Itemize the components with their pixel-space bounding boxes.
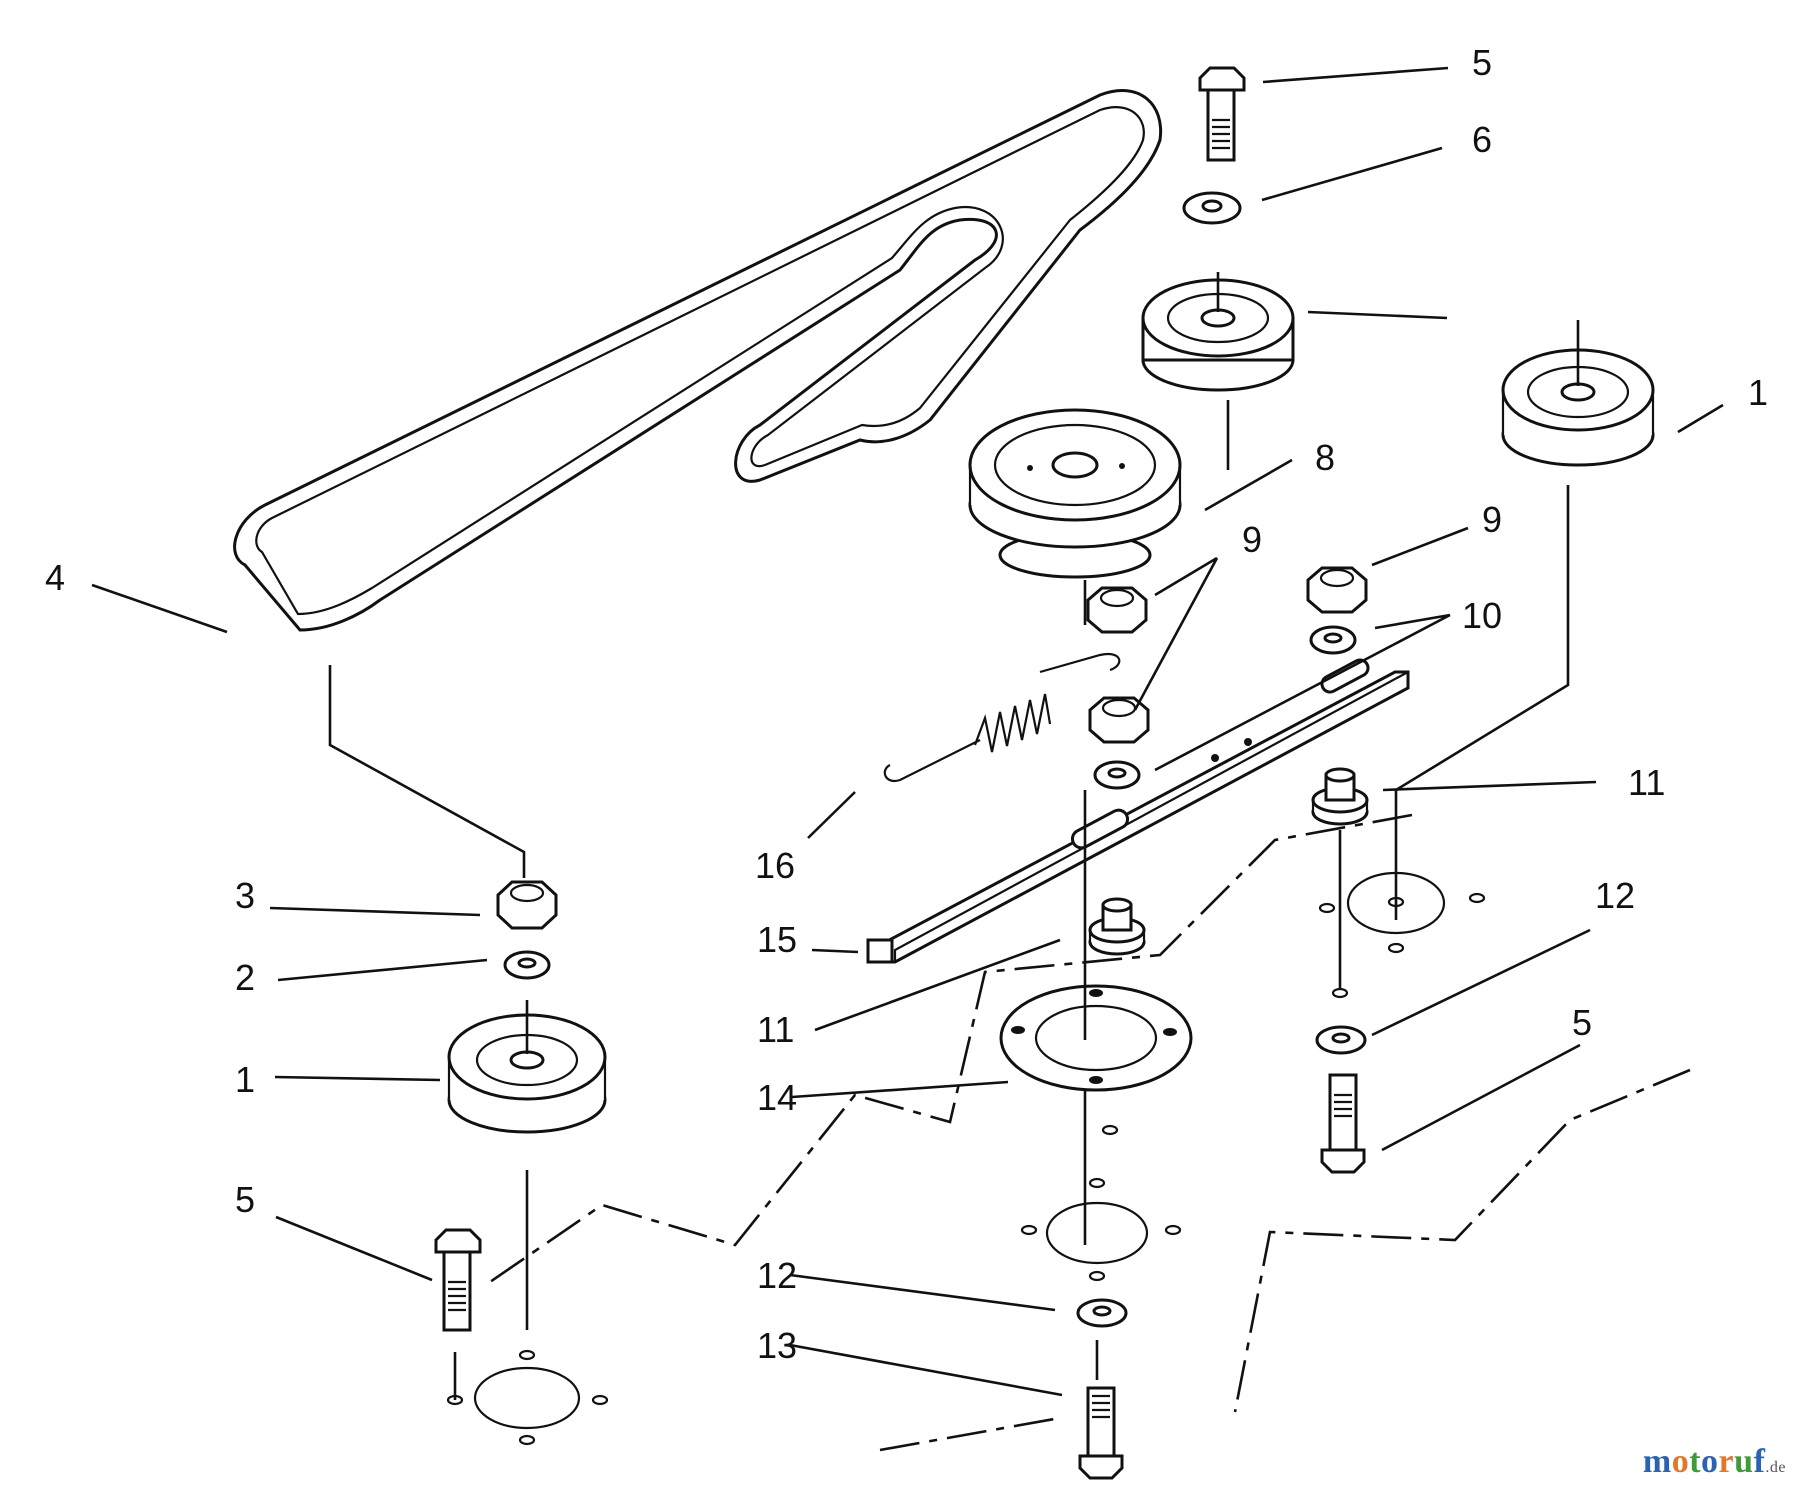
tension-spring: [883, 652, 1121, 783]
callout-16: 16: [755, 845, 795, 886]
watermark-logo: motoruf.de: [1643, 1443, 1786, 1481]
callout-4: 4: [45, 557, 65, 598]
callout-12-center: 12: [757, 1255, 797, 1296]
callout-12-right: 12: [1595, 875, 1635, 916]
upper-idler-pulley: [1141, 272, 1295, 392]
callout-labels: 5 6 1 8 9 9 10 4 11 16 3 15 12 2 11 1 14…: [45, 42, 1768, 1366]
callout-9-right: 9: [1482, 499, 1502, 540]
drive-belt: [233, 89, 1163, 632]
callout-8: 8: [1315, 437, 1335, 478]
washers: [503, 191, 1367, 1328]
watermark-suffix: .de: [1765, 1459, 1786, 1476]
bolt-left: [434, 1228, 482, 1332]
left-pulley: [447, 1000, 607, 1134]
callout-5-right: 5: [1572, 1002, 1592, 1043]
spacer-right: [1311, 767, 1369, 826]
bolt-right: [1320, 1073, 1366, 1174]
hex-nut-left: [496, 880, 558, 930]
callout-9-center: 9: [1242, 519, 1262, 560]
hex-nut-right: [1306, 566, 1368, 614]
watermark-text: motoruf: [1642, 1443, 1766, 1480]
main-pulley: [968, 408, 1182, 579]
callout-15: 15: [757, 919, 797, 960]
callout-3: 3: [235, 875, 255, 916]
callout-5-top: 5: [1472, 42, 1492, 83]
callout-1-left: 1: [235, 1059, 255, 1100]
bearing-flange: [999, 984, 1193, 1092]
bolt-top: [1198, 66, 1246, 162]
hex-nut-center-top: [1086, 586, 1148, 634]
assembly-lines: [328, 400, 1691, 1452]
callout-6: 6: [1472, 119, 1492, 160]
callout-5-left: 5: [235, 1179, 255, 1220]
callout-2: 2: [235, 957, 255, 998]
callout-1-right: 1: [1748, 372, 1768, 413]
callout-11-right: 11: [1628, 762, 1665, 803]
right-pulley: [1501, 320, 1655, 467]
callout-11-center: 11: [757, 1009, 794, 1050]
bolt-bottom: [1078, 1386, 1124, 1480]
spacer-center: [1088, 897, 1146, 956]
callout-13: 13: [757, 1325, 797, 1366]
callout-14: 14: [757, 1077, 797, 1118]
leader-lines: [91, 66, 1724, 1397]
callout-10: 10: [1462, 595, 1502, 636]
